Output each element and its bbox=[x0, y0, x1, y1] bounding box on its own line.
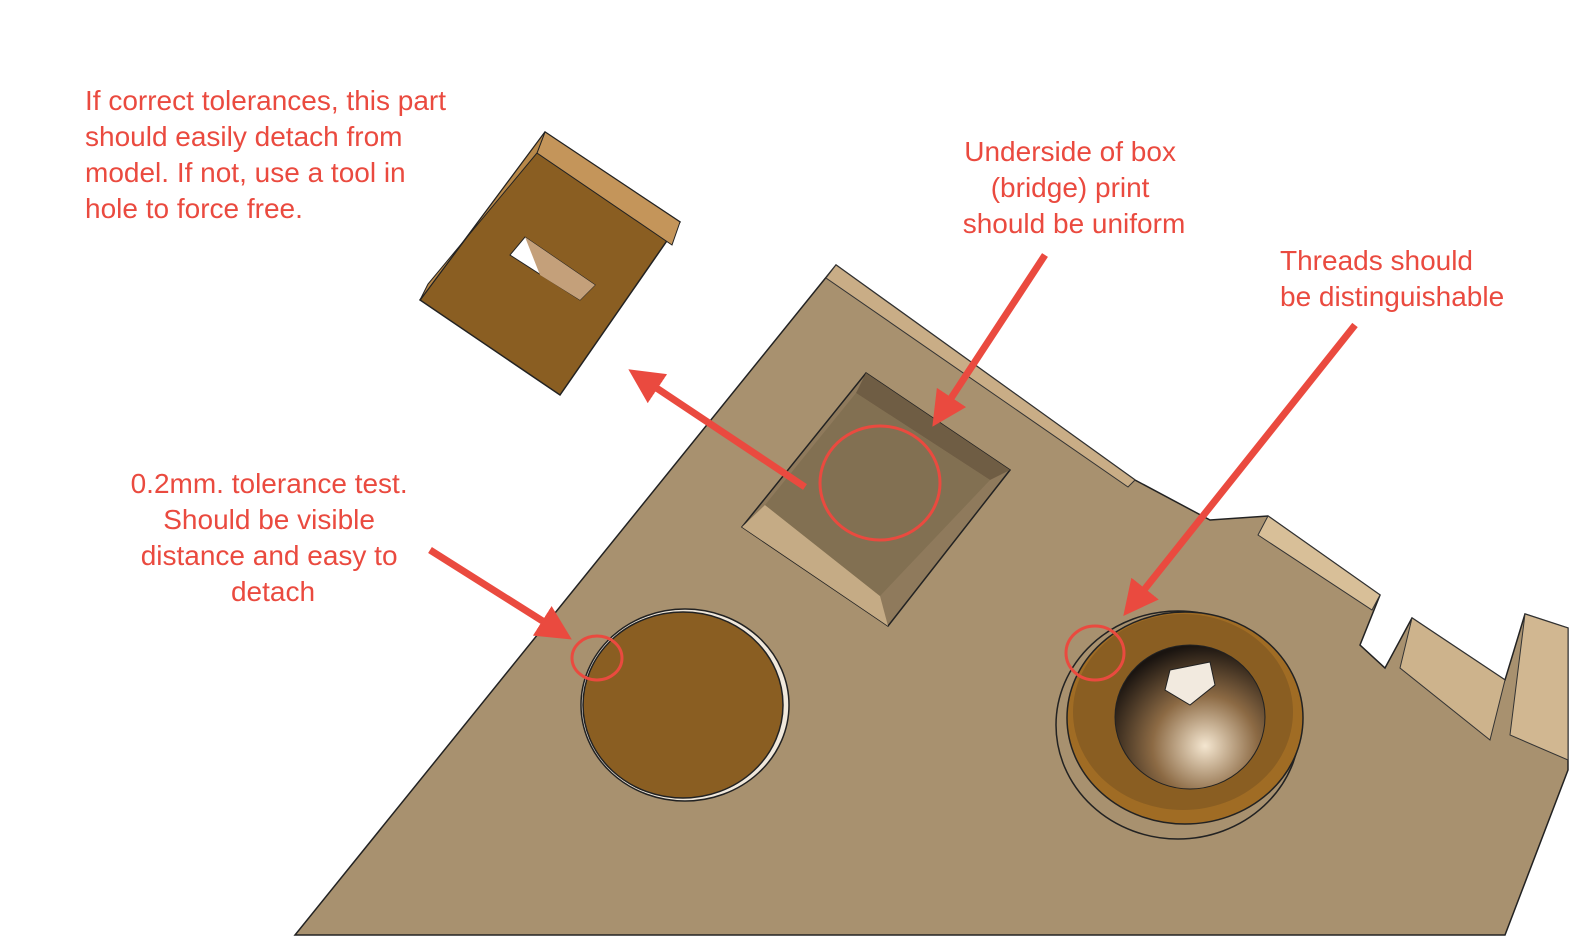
note-line: If correct tolerances, this part bbox=[85, 85, 446, 116]
note-line: should easily detach from bbox=[85, 121, 403, 152]
note-line: 0.2mm. tolerance test. bbox=[131, 468, 408, 499]
threads-highlight-circle bbox=[1064, 624, 1126, 682]
threads-arrow bbox=[1123, 322, 1358, 616]
note-line: distance and easy to bbox=[141, 540, 398, 571]
note-line: detach bbox=[231, 576, 315, 607]
detached-part bbox=[418, 130, 682, 397]
detach-arrow bbox=[628, 369, 807, 490]
note-line: Threads should bbox=[1280, 245, 1473, 276]
detach-part-note: If correct tolerances, this part should … bbox=[85, 85, 454, 224]
tolerance-disk bbox=[580, 608, 790, 802]
note-line: be distinguishable bbox=[1280, 281, 1504, 312]
bridge-arrow bbox=[932, 253, 1048, 427]
bridge-highlight-circle bbox=[818, 424, 942, 542]
tolerance-note: 0.2mm. tolerance test. Should be visible… bbox=[131, 468, 416, 607]
note-line: (bridge) print bbox=[991, 172, 1150, 203]
note-line: Should be visible bbox=[163, 504, 375, 535]
note-line: model. If not, use a tool in bbox=[85, 157, 406, 188]
base-plate bbox=[293, 263, 1569, 936]
note-line: hole to force free. bbox=[85, 193, 303, 224]
tolerance-arrow bbox=[428, 547, 572, 640]
threads-note: Threads should be distinguishable bbox=[1280, 245, 1504, 312]
bridge-note: Underside of box (bridge) print should b… bbox=[963, 136, 1186, 239]
note-line: Underside of box bbox=[964, 136, 1176, 167]
threaded-insert bbox=[1055, 610, 1304, 840]
tolerance-highlight-circle bbox=[570, 634, 624, 682]
note-line: should be uniform bbox=[963, 208, 1186, 239]
